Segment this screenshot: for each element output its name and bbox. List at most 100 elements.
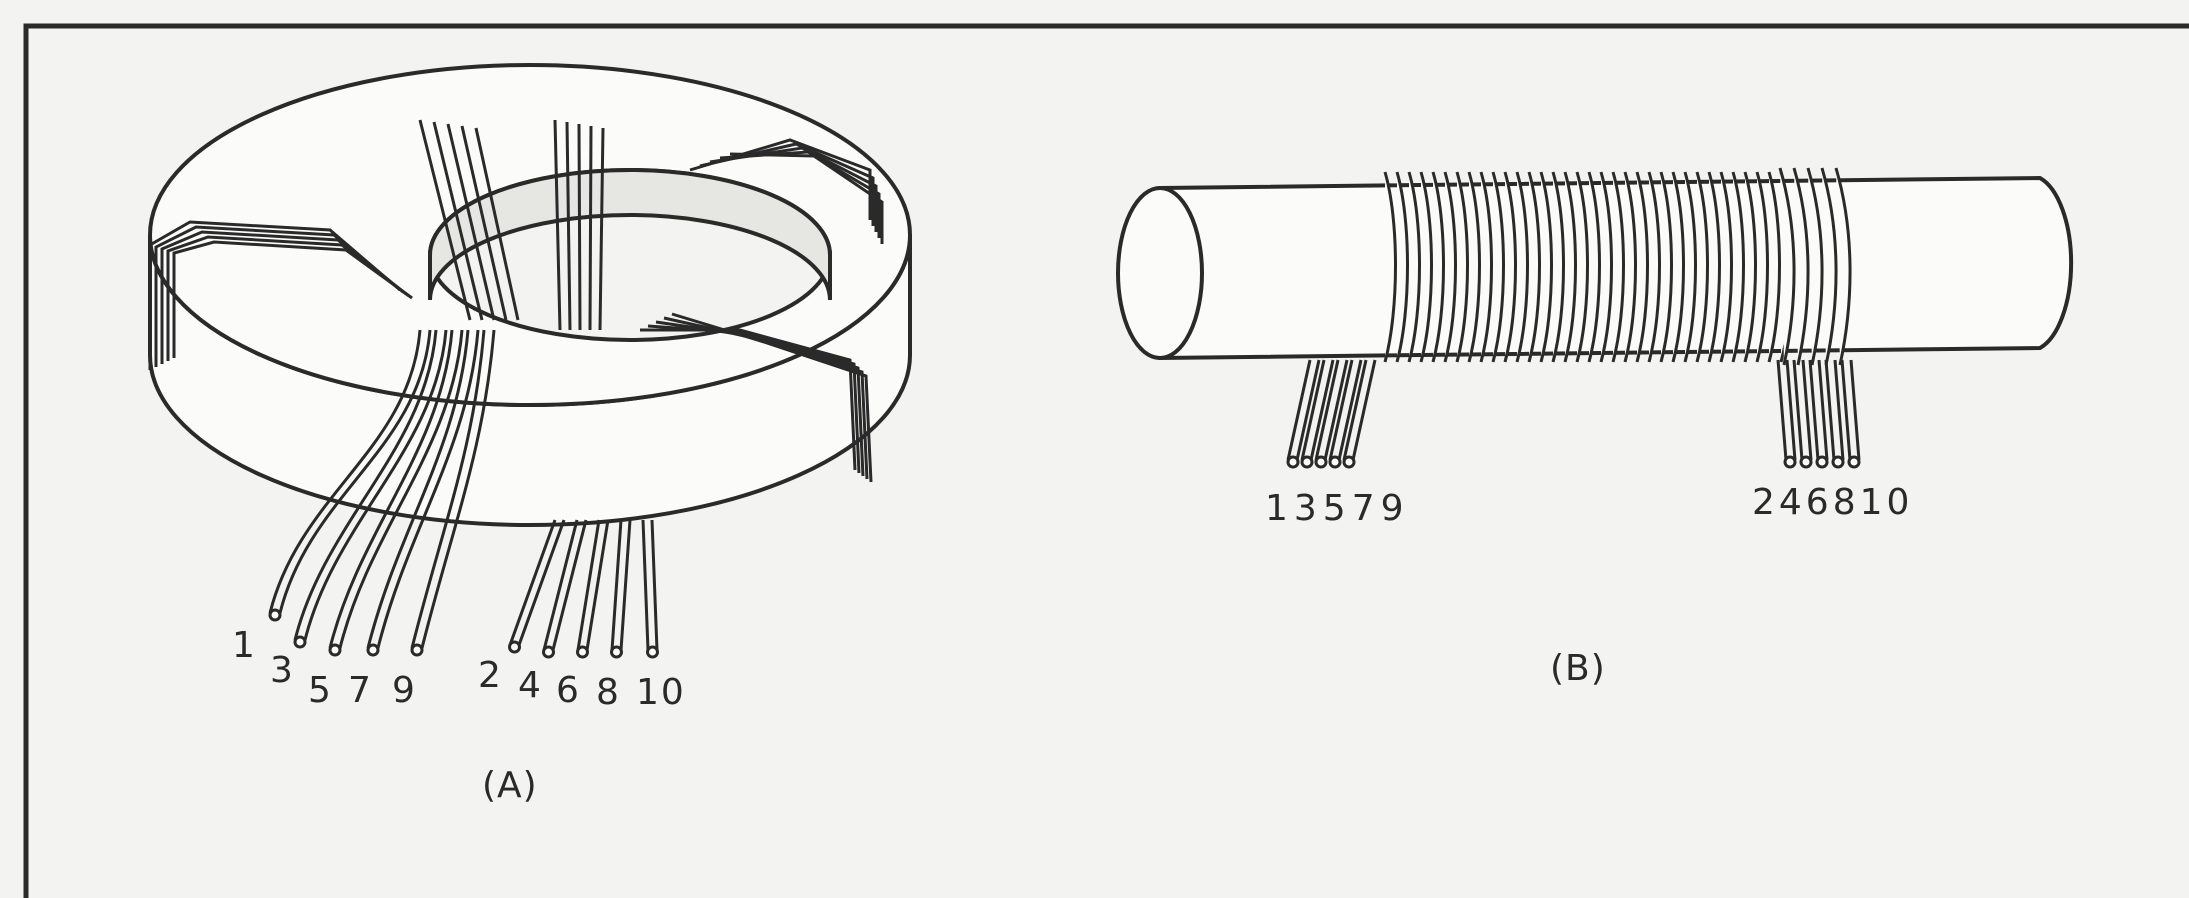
rod-lead-wire bbox=[1849, 359, 1861, 461]
rod-lead-end bbox=[1286, 455, 1300, 469]
rod-lead-wire bbox=[1776, 359, 1788, 461]
rod-coil-turn bbox=[1503, 171, 1517, 363]
rod-coil-turn bbox=[1383, 171, 1397, 363]
lead-label-5: 5 bbox=[308, 670, 333, 711]
toroid-windings bbox=[148, 119, 884, 483]
toroid-winding-wire bbox=[729, 152, 884, 244]
rod-coil-turn bbox=[1767, 171, 1781, 363]
rod-lead-wire bbox=[1300, 359, 1326, 461]
lead-label-8: 8 bbox=[596, 672, 621, 713]
toroid-winding-wire bbox=[577, 123, 582, 331]
rod-coil-turn bbox=[1806, 167, 1824, 366]
rod-left-leads-label: 13579 bbox=[1265, 488, 1410, 529]
toroid-lead-wire bbox=[420, 329, 496, 649]
rod-coil-turn bbox=[1539, 171, 1553, 363]
rod-coil-turn bbox=[1587, 171, 1601, 363]
rod-coil-turn bbox=[1778, 167, 1796, 366]
rod-coil-turn bbox=[1395, 171, 1409, 363]
toroid-winding-wire bbox=[432, 121, 484, 321]
toroid-leads bbox=[268, 329, 659, 659]
toroid-winding-wire bbox=[663, 316, 869, 480]
toroid-lead-wire bbox=[508, 519, 557, 646]
rod-coil-turn bbox=[1599, 171, 1613, 363]
rod-coil-turn bbox=[1755, 171, 1769, 363]
rod-coil-turn bbox=[1407, 171, 1421, 363]
toroid-winding-wire bbox=[647, 324, 861, 474]
rod-lead-end bbox=[1831, 455, 1845, 469]
toroid-lead-wire bbox=[517, 519, 566, 646]
rod-coil-turn bbox=[1623, 171, 1637, 363]
rod-coil-turn bbox=[1683, 171, 1697, 363]
lead-label-9: 9 bbox=[392, 670, 417, 711]
rod-lead-end bbox=[1300, 455, 1314, 469]
rod-lead-end bbox=[1783, 455, 1797, 469]
lead-label-4: 4 bbox=[518, 665, 543, 706]
rod-coil-turn bbox=[1731, 171, 1745, 363]
toroid-lead-wire bbox=[278, 329, 432, 614]
toroid-lead-wire bbox=[650, 519, 659, 651]
toroid-lead-end bbox=[293, 635, 307, 649]
rod-coil-turn bbox=[1695, 171, 1709, 363]
rod-lead-wire bbox=[1323, 359, 1349, 461]
rod-lead-end bbox=[1799, 455, 1813, 469]
lead-label-1: 1 bbox=[232, 625, 257, 666]
toroid-lead-wire bbox=[585, 519, 610, 651]
toroid-winding-wire bbox=[474, 127, 520, 321]
toroid-winding-wire bbox=[172, 240, 413, 358]
rod-lead-wire bbox=[1833, 359, 1845, 461]
toroid-winding-wire bbox=[598, 127, 605, 331]
toroid-lead-wire bbox=[328, 329, 454, 649]
toroid-lead-wire bbox=[542, 519, 579, 651]
rod-coil-turn bbox=[1743, 171, 1757, 363]
toroid-lead-wire bbox=[641, 519, 650, 651]
rod-coil-turn bbox=[1491, 171, 1505, 363]
toroid-lead-wire bbox=[338, 329, 464, 649]
lead-label-6: 6 bbox=[556, 670, 581, 711]
caption-a: (A) bbox=[482, 765, 538, 806]
rod-coil-turn bbox=[1671, 171, 1685, 363]
lead-label-7: 7 bbox=[348, 670, 373, 711]
rod-lead-wire bbox=[1817, 359, 1829, 461]
rod-coil-turn bbox=[1515, 171, 1529, 363]
rod-lead-wire bbox=[1824, 359, 1836, 461]
caption-b: (B) bbox=[1550, 648, 1606, 689]
toroid-lead-end bbox=[508, 640, 521, 654]
rod-lead-wire bbox=[1342, 359, 1368, 461]
toroid-winding-wire bbox=[460, 125, 508, 321]
toroid-lead-end bbox=[366, 643, 380, 657]
rod-coil-turn bbox=[1563, 171, 1577, 363]
lead-label-3: 3 bbox=[270, 650, 295, 691]
toroid-winding-wire bbox=[671, 312, 873, 483]
toroid-winding-wire bbox=[565, 121, 572, 331]
rod-lead-wire bbox=[1351, 359, 1377, 461]
rod-lead-wire bbox=[1328, 359, 1354, 461]
rod-lead-end bbox=[1328, 455, 1342, 469]
toroid-lead-end bbox=[576, 645, 589, 659]
rod-coil-turn bbox=[1707, 171, 1721, 363]
toroid-lead-wire bbox=[376, 329, 480, 649]
rod-lead-wire bbox=[1337, 359, 1363, 461]
rod-coil-turn bbox=[1575, 171, 1589, 363]
toroid-lead-end bbox=[646, 645, 659, 659]
rod-right-leads-label: 246810 bbox=[1752, 482, 1914, 523]
rod-lead-end bbox=[1815, 455, 1829, 469]
toroid-lead-wire bbox=[551, 519, 588, 651]
figure-border bbox=[23, 23, 2189, 898]
rod-coil-turn bbox=[1611, 171, 1625, 363]
rod-lead-wire bbox=[1840, 359, 1852, 461]
toroid-lead-wire bbox=[576, 519, 601, 651]
rod-coil-turn bbox=[1527, 171, 1541, 363]
toroid-lead-end bbox=[328, 643, 342, 657]
toroid-lead-end bbox=[268, 608, 282, 622]
rod-coil-turn bbox=[1834, 167, 1852, 366]
lead-label-2: 2 bbox=[478, 655, 503, 696]
rod-coil-turn bbox=[1467, 171, 1481, 363]
rod-coil-turn bbox=[1659, 171, 1673, 363]
toroid-lead-wire bbox=[293, 329, 438, 641]
rod-leads bbox=[1286, 359, 1861, 469]
rod-coil-turn bbox=[1455, 171, 1469, 363]
rod-coil bbox=[1383, 167, 1852, 366]
rod-lead-wire bbox=[1785, 359, 1797, 461]
rod-lead-end bbox=[1342, 455, 1356, 469]
